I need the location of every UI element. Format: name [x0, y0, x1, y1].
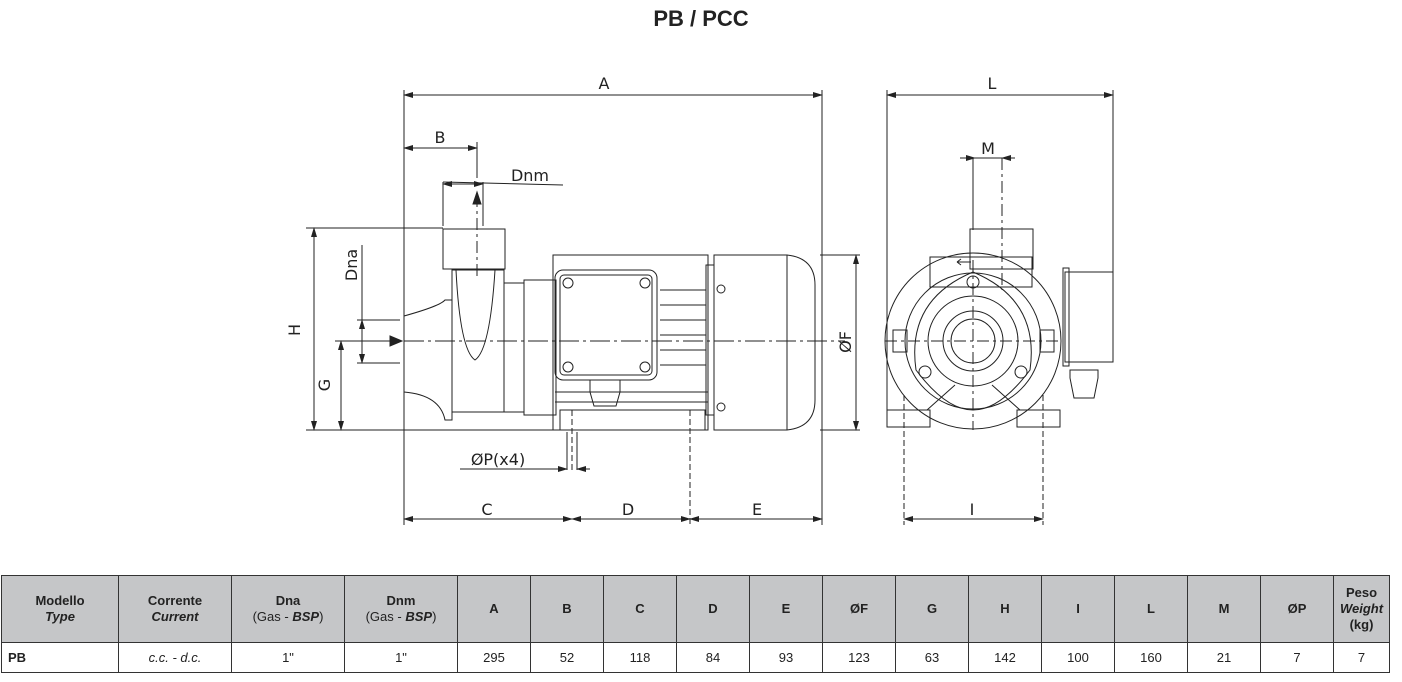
- dim-label-i: I: [970, 500, 975, 519]
- cell-current: c.c. - d.c.: [118, 642, 232, 673]
- header-h: H: [968, 575, 1042, 643]
- table-row: PB c.c. - d.c. 1" 1" 295 52 118 84 93 12…: [1, 642, 1390, 673]
- dim-label-dna: Dna: [342, 249, 361, 281]
- cell-model: PB: [1, 642, 119, 673]
- side-view: [306, 90, 860, 525]
- dim-label-l: L: [988, 74, 997, 93]
- header-p: ØP: [1260, 575, 1334, 643]
- cell-m: 21: [1187, 642, 1261, 673]
- cell-dnm: 1": [344, 642, 458, 673]
- cell-a: 295: [457, 642, 531, 673]
- cell-b: 52: [530, 642, 604, 673]
- cell-d: 84: [676, 642, 750, 673]
- page-title: PB / PCC: [653, 6, 749, 31]
- header-e: E: [749, 575, 823, 643]
- header-g: G: [895, 575, 969, 643]
- dim-label-m: M: [981, 139, 995, 158]
- cell-l: 160: [1114, 642, 1188, 673]
- front-view: [884, 90, 1114, 525]
- dim-label-g: G: [315, 379, 334, 391]
- dim-label-f: ØF: [836, 331, 855, 353]
- cell-c: 118: [603, 642, 677, 673]
- cell-e: 93: [749, 642, 823, 673]
- cell-f: 123: [822, 642, 896, 673]
- dim-label-h: H: [285, 324, 304, 336]
- cell-i: 100: [1041, 642, 1115, 673]
- dim-label-c: C: [481, 500, 492, 519]
- header-c: C: [603, 575, 677, 643]
- dim-label-dnm: Dnm: [511, 166, 549, 185]
- cell-p: 7: [1260, 642, 1334, 673]
- header-a: A: [457, 575, 531, 643]
- header-i: I: [1041, 575, 1115, 643]
- header-b: B: [530, 575, 604, 643]
- cell-weight: 7: [1333, 642, 1390, 673]
- header-m: M: [1187, 575, 1261, 643]
- cell-dna: 1": [231, 642, 345, 673]
- cell-h: 142: [968, 642, 1042, 673]
- header-l: L: [1114, 575, 1188, 643]
- header-f: ØF: [822, 575, 896, 643]
- header-dnm: Dnm(Gas - BSP): [344, 575, 458, 643]
- header-d: D: [676, 575, 750, 643]
- dim-label-d: D: [622, 500, 634, 519]
- dim-label-a: A: [599, 74, 610, 93]
- technical-drawing: A B Dnm Dna H G ØP(x4) C D E ØF L M I: [285, 74, 1114, 525]
- dim-label-e: E: [752, 500, 762, 519]
- cell-g: 63: [895, 642, 969, 673]
- dim-label-b: B: [435, 128, 446, 147]
- dim-label-p: ØP(x4): [471, 450, 525, 469]
- header-dna: Dna(Gas - BSP): [231, 575, 345, 643]
